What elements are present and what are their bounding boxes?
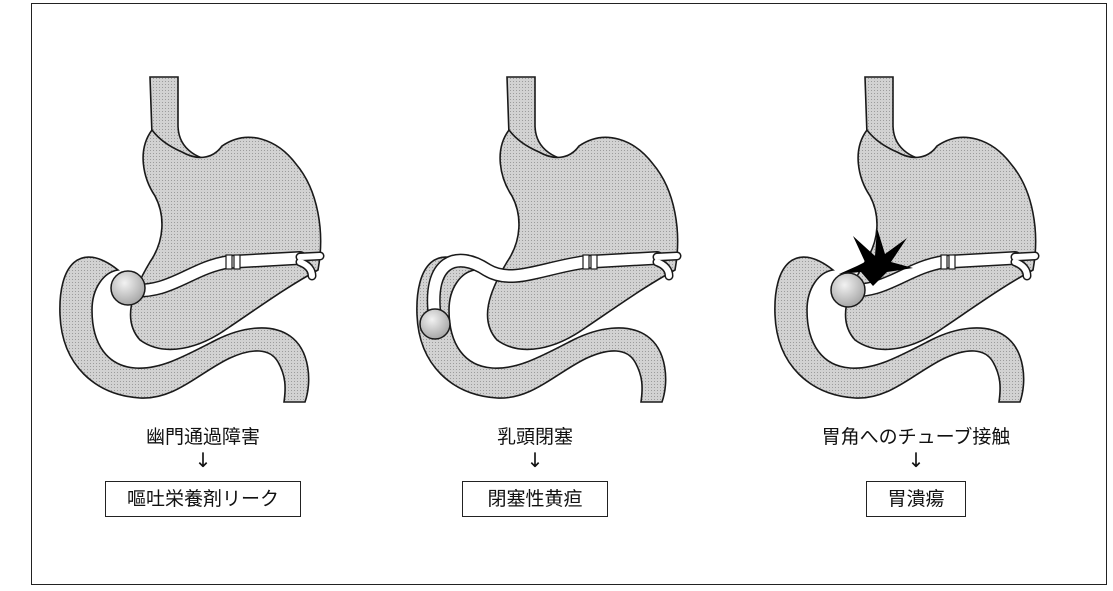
panel-2-arrow-icon: ↓ <box>375 448 695 472</box>
panel-2-diagram <box>417 77 678 402</box>
balloon-icon <box>831 273 865 307</box>
panel-1-cause: 幽門通過障害 <box>43 422 363 449</box>
panel-2-cause: 乳頭閉塞 <box>375 422 695 449</box>
panel-3-result: 胃潰瘍 <box>866 481 966 517</box>
panel-2-result: 閉塞性黄疸 <box>462 481 608 517</box>
panel-3-diagram <box>775 77 1036 402</box>
panel-1-arrow-icon: ↓ <box>43 448 363 472</box>
stomach-shape <box>417 77 678 402</box>
panel-1-result: 嘔吐栄養剤リーク <box>105 481 301 517</box>
stomach-shape <box>60 77 321 402</box>
balloon-icon <box>420 309 450 339</box>
panel-3-cause: 胃角へのチューブ接触 <box>756 422 1076 449</box>
balloon-icon <box>111 271 145 305</box>
panel-1-diagram <box>60 77 321 402</box>
panel-3-arrow-icon: ↓ <box>756 448 1076 472</box>
